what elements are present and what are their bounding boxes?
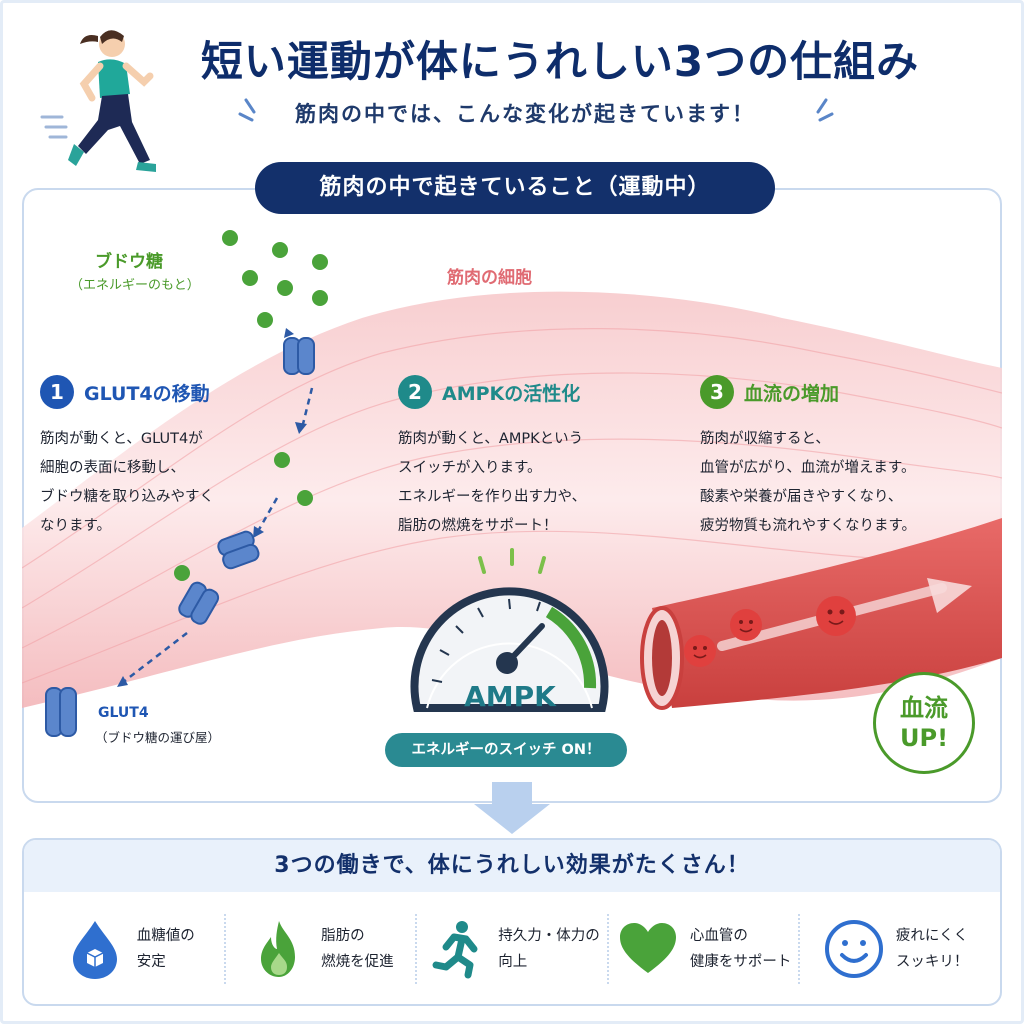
sparkle-right-icon: [816, 98, 834, 122]
glucose-dots: [174, 230, 328, 581]
step-title: 血流の増加: [744, 382, 840, 405]
benefit-text: 血糖値の 安定: [136, 928, 195, 970]
step-glut4: 1 GLUT4の移動 筋肉が動くと、GLUT4が 細胞の表面に移動し、 ブドウ糖…: [40, 375, 320, 541]
glucose-label: ブドウ糖: [95, 252, 163, 272]
benefit-item: 疲れにくく スッキリ！: [800, 914, 990, 984]
muscle-cell-label: 筋肉の細胞: [447, 268, 532, 288]
step-title: AMPKの活性化: [442, 382, 581, 405]
step-title: GLUT4の移動: [84, 382, 210, 405]
sparkle-left-icon: [238, 98, 256, 122]
step-body: 筋肉が動くと、GLUT4が 細胞の表面に移動し、 ブドウ糖を取り込みやすく なり…: [40, 431, 214, 534]
muscle-illustration: [22, 230, 1002, 737]
energy-switch-pill: エネルギーのスイッチ ON！: [385, 733, 627, 767]
page-subtitle: 筋肉の中では、こんな変化が起きています！: [295, 102, 755, 126]
blood-drop-icon: [72, 921, 117, 979]
flow-badge-line1: 血流: [900, 694, 948, 722]
benefit-text: 脂肪の 燃焼を促進: [321, 928, 394, 970]
step-number: 3: [700, 375, 734, 409]
runner-icon: [40, 30, 156, 172]
step-number: 2: [398, 375, 432, 409]
step-number: 1: [40, 375, 74, 409]
benefit-text: 疲れにくく スッキリ！: [895, 928, 969, 970]
benefit-text: 持久力・体力の 向上: [498, 928, 600, 970]
step-body: 筋肉が動くと、AMPKという スイッチが入ります。 エネルギーを作り出す力や、 …: [398, 431, 587, 534]
step-ampk: 2 AMPKの活性化 筋肉が動くと、AMPKという スイッチが入ります。 エネル…: [398, 375, 688, 541]
page-title: 短い運動が体にうれしい3つの仕組み: [200, 37, 920, 86]
blood-flow-up-badge: 血流 UP!: [873, 672, 975, 774]
glut4-sub-label: （ブドウ糖の運び屋）: [95, 730, 221, 745]
benefits-heading: 3つの働きで、体にうれしい効果がたくさん！: [24, 840, 1000, 892]
benefit-item: 持久力・体力の 向上: [417, 914, 609, 984]
glucose-sub-label: （エネルギーのもと）: [70, 278, 200, 293]
benefits-panel: 3つの働きで、体にうれしい効果がたくさん！ 血糖値の 安定 脂肪の 燃焼を促進 …: [22, 838, 1002, 1006]
red-blood-cells: [684, 596, 856, 667]
benefits-list: 血糖値の 安定 脂肪の 燃焼を促進 持久力・体力の 向上 心血管の 健康をサポー…: [24, 892, 1000, 1004]
ampk-gauge: [410, 548, 609, 712]
smile-icon: [824, 920, 883, 978]
arrow-down-icon: [474, 782, 550, 834]
benefit-item: 血糖値の 安定: [34, 914, 226, 984]
glut4-transporters: [45, 337, 315, 737]
benefit-item: 脂肪の 燃焼を促進: [226, 914, 418, 984]
benefit-text: 心血管の 健康をサポート: [689, 928, 792, 970]
runner-icon: [432, 921, 478, 979]
blood-vessel: [640, 518, 1002, 710]
step-blood-flow: 3 血流の増加 筋肉が収縮すると、 血管が広がり、血流が増えます。 酸素や栄養が…: [700, 375, 990, 541]
main-banner: 筋肉の中で起きていること（運動中）: [255, 162, 775, 214]
benefit-item: 心血管の 健康をサポート: [609, 914, 801, 984]
heart-icon: [619, 923, 676, 973]
step-body: 筋肉が収縮すると、 血管が広がり、血流が増えます。 酸素や栄養が届きやすくなり、…: [700, 431, 917, 534]
glut4-label: GLUT4: [98, 705, 149, 721]
flame-icon: [261, 921, 296, 977]
flow-badge-line2: UP!: [899, 724, 949, 752]
ampk-gauge-label: AMPK: [464, 680, 556, 713]
